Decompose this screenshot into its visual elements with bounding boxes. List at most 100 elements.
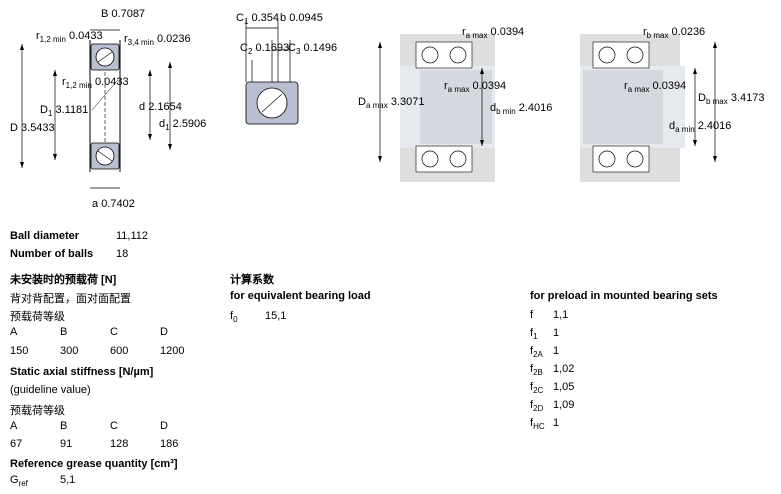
dim-ramax-top-sub: a max [465,31,488,40]
dim-D1-sub: 1 [47,109,53,118]
dim-ramax-top: ra max 0.0394 [462,26,525,40]
dim-b-label: b [280,12,287,24]
dim-damin-sub: a min [675,125,695,134]
f0-value: 15,1 [265,310,287,322]
preload-set-label-f1: f [530,327,534,339]
dim-dbmin-label: d [490,102,497,114]
dim-C1: C1 0.354 [236,12,279,26]
dim-rbmax-value: 0.0236 [671,26,706,38]
stiffness-header-b: B [60,420,68,432]
dim-a-value: 0.7402 [101,198,135,210]
dim-C3: C3 0.1496 [288,42,337,56]
dim-rbmax-label: r [643,26,647,38]
housing-bottom-bearings [415,145,473,173]
bearing-section-drawing [20,29,172,189]
dim-d-value: 2.1654 [148,101,182,113]
dim-r34min-label: r [124,33,128,45]
dim-ramax-top-label: r [462,26,466,38]
bottom-ring-section [90,142,120,170]
preload-class-label: 预载荷等级 [10,311,65,323]
dim-damin: da min 2.4016 [669,120,731,134]
dim-r34min-value: 0.0236 [156,33,191,45]
stiffness-header-d: D [160,420,168,432]
gref-row: Gref [10,474,28,488]
gref-label: G [10,474,19,486]
dim-Dbmax-sub: b max [705,97,728,106]
dim-a-label: a [92,198,99,210]
dim-dbmin-sub: b min [496,107,516,116]
preload-set-sub-f2a: 2A [533,350,543,359]
housing-mount-drawing [378,34,495,182]
grease-heading: Reference grease quantity [cm³] [10,458,178,470]
dim-r12min-b-value: 0.0433 [94,76,129,88]
detail-ring-section [245,81,299,125]
dim-D-label: D [10,122,18,134]
preload-set-value-f2c: 1,05 [553,381,575,393]
preload-set-label-f2c: f [530,381,534,393]
dim-r12min-sub: 1,2 min [39,35,66,44]
preload-set-label-f2b: f [530,363,534,375]
preload-set-sub-fhc: HC [533,422,545,431]
stiffness-class-label: 预载荷等级 [10,405,65,417]
preload-value-a: 150 [10,345,29,357]
dim-dbmin: db min 2.4016 [490,102,553,116]
preload-set-label-f2a: f [530,345,534,357]
preload-set-row-f: f [530,309,533,321]
dim-Damax-value: 3.3071 [390,96,425,108]
dim-r12min-b-label: r [62,76,66,88]
dim-r12min-b-sub: 1,2 min [65,81,92,90]
dim-Damax: Da max 3.3071 [358,96,425,110]
preload-set-row-fhc: fHC [530,417,545,431]
dim-C3-label: C [288,42,296,54]
preload-heading: 未安装时的预载荷 [N] [10,274,117,286]
preload-set-sub-f2d: 2D [533,404,544,413]
gref-sub: ref [18,479,28,488]
dim-d1: d1 2.5906 [159,118,207,132]
stiffness-value-b: 91 [60,438,73,450]
dim-ramax-value: 0.0394 [652,80,687,92]
dim-ramax: ra max 0.0394 [624,80,687,94]
dim-d1-value: 2.5906 [172,118,207,130]
preload-header-a: A [10,326,18,338]
gref-value: 5,1 [60,474,76,486]
dim-b: b 0.0945 [280,12,323,24]
preload-set-value-f1: 1 [553,327,560,339]
dim-rbmax: rb max 0.0236 [643,26,706,40]
dim-B-value: 0.7087 [111,8,146,20]
dim-D1-label: D [40,104,48,116]
dim-ramax-mid-value: 0.0394 [472,80,507,92]
dim-a: a 0.7402 [92,198,135,210]
dim-r12min: r1,2 min 0.0433 [36,30,103,44]
dim-rbmax-sub: b max [646,31,669,40]
preload-arrangement: 背对背配置，面对面配置 [10,293,131,305]
dim-d1-sub: 1 [165,123,170,132]
number-of-balls-value: 18 [116,248,129,260]
bearing-detail-drawing [245,20,299,125]
dim-C1-label: C [236,12,244,24]
stiffness-note: (guideline value) [10,384,91,396]
dim-b-value: 0.0945 [289,12,323,24]
dim-ramax-top-value: 0.0394 [490,26,525,38]
preload-set-value-fhc: 1 [553,417,560,429]
dim-D1-value: 3.1181 [55,104,89,116]
preload-value-c: 600 [110,345,129,357]
dim-C1-value: 0.354 [251,12,279,24]
preload-set-label-f: f [530,309,534,321]
dim-dbmin-value: 2.4016 [518,102,553,114]
dim-B: B 0.7087 [101,8,145,20]
number-of-balls-label: Number of balls [10,248,94,260]
stiffness-header-a: A [10,420,18,432]
dim-damin-label: d [669,120,676,132]
preload-set-row-f2d: f2D [530,399,544,413]
stiffness-heading: Static axial stiffness [N/µm] [10,366,154,378]
f0-label: f [230,310,234,322]
stiffness-header-c: C [110,420,118,432]
f0-sub: 0 [233,315,238,324]
dim-Damax-sub: a max [365,101,388,110]
dim-C2: C2 0.1693 [240,42,289,56]
dim-ramax-sub: a max [627,85,650,94]
preload-sets-heading: for preload in mounted bearing sets [530,290,718,302]
ball-diameter-label: Ball diameter [10,230,80,242]
dim-Dbmax-value: 3.4173 [730,92,765,104]
preload-set-value-f2d: 1,09 [553,399,575,411]
